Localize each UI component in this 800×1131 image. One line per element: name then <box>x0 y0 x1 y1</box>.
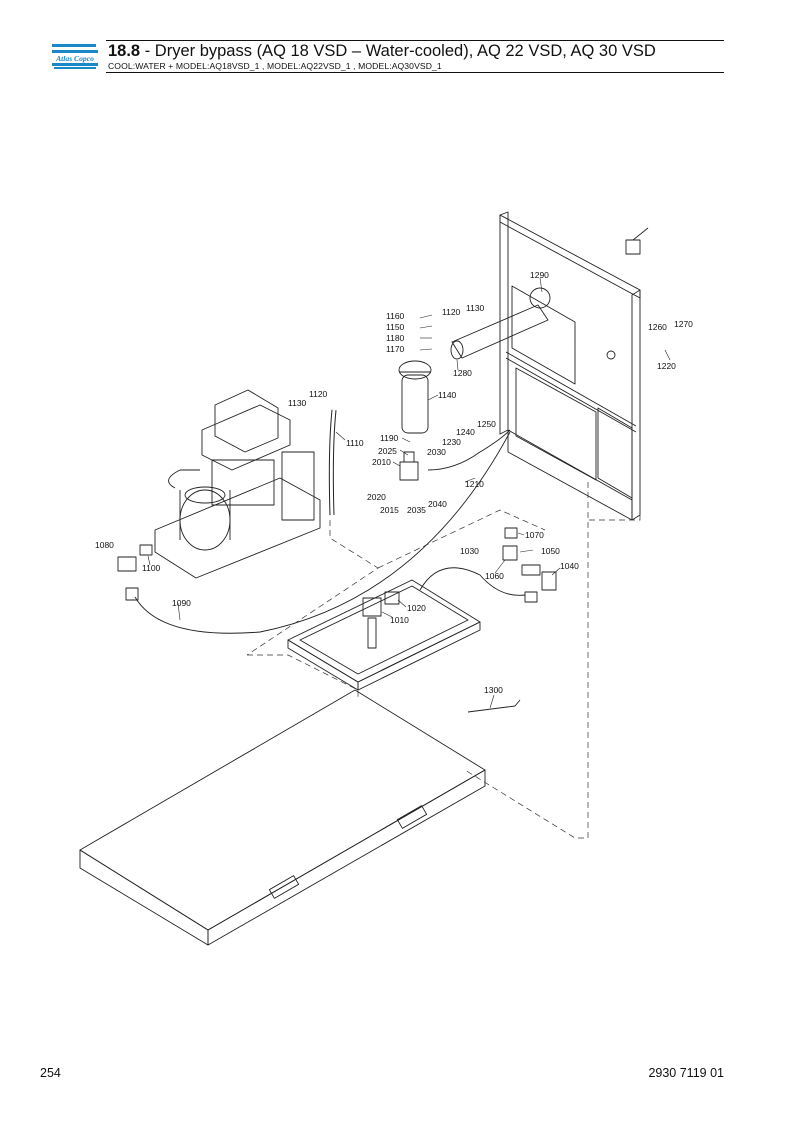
dryer-tray <box>287 579 481 691</box>
callout-1150: 1150 <box>386 322 405 332</box>
callout-2025: 2025 <box>378 446 397 456</box>
callout-1050: 1050 <box>541 546 560 556</box>
base-plate <box>79 689 486 946</box>
guide-line-right-frame <box>588 515 641 521</box>
hose-1090 <box>134 431 511 634</box>
callout-2030: 2030 <box>427 447 446 457</box>
callout-1240: 1240 <box>456 427 475 437</box>
atlas-copco-logo: Atlas Copco <box>52 44 98 69</box>
refrigeration-unit <box>154 389 321 579</box>
solenoid-valve <box>399 451 419 481</box>
callout-1070: 1070 <box>525 530 544 540</box>
callout-1060: 1060 <box>485 571 504 581</box>
callout-1080: 1080 <box>95 540 114 550</box>
ball-valve <box>625 227 649 255</box>
tray-valve-assembly <box>117 527 557 649</box>
callout-1230: 1230 <box>442 437 461 447</box>
page-subtitle: COOL:WATER + MODEL:AQ18VSD_1 , MODEL:AQ2… <box>108 61 442 71</box>
callout-1130-top: 1130 <box>466 303 485 313</box>
callout-1120-top: 1120 <box>442 307 461 317</box>
section-title: - Dryer bypass (AQ 18 VSD – Water-cooled… <box>140 42 656 60</box>
callout-2020: 2020 <box>367 492 386 502</box>
callout-1210: 1210 <box>465 479 484 489</box>
callout-2010: 2010 <box>372 457 391 467</box>
callout-1140: 1140 <box>438 390 457 400</box>
callout-1220: 1220 <box>657 361 676 371</box>
callout-2035: 2035 <box>407 505 426 515</box>
svg-text:Atlas Copco: Atlas Copco <box>55 54 94 63</box>
callout-1270: 1270 <box>674 319 693 329</box>
callout-1160: 1160 <box>386 311 405 321</box>
header-bottom-rule <box>106 72 724 73</box>
handle-1300 <box>467 699 521 713</box>
callout-1280: 1280 <box>453 368 472 378</box>
header-top-rule <box>106 40 724 41</box>
callout-1170: 1170 <box>386 344 405 354</box>
page-title: 18.8 - Dryer bypass (AQ 18 VSD – Water-c… <box>108 42 656 61</box>
callout-1010: 1010 <box>390 615 409 625</box>
callout-1030: 1030 <box>460 546 479 556</box>
guide-line-mid <box>377 509 546 569</box>
dryer-frame-panel <box>499 211 641 521</box>
callout-1110: 1110 <box>346 438 364 448</box>
callout-1250: 1250 <box>477 419 496 429</box>
callout-1020: 1020 <box>407 603 426 613</box>
callout-1180: 1180 <box>386 333 405 343</box>
filter-housing <box>398 360 432 434</box>
callout-1260: 1260 <box>648 322 667 332</box>
callout-1290: 1290 <box>530 270 549 280</box>
callout-1100: 1100 <box>142 563 161 573</box>
guide-line-tray <box>247 654 359 700</box>
callout-1040: 1040 <box>560 561 579 571</box>
callout-1090: 1090 <box>172 598 191 608</box>
guide-line-left <box>246 520 379 656</box>
section-number: 18.8 <box>108 42 141 60</box>
hose-1030 <box>419 567 526 596</box>
callout-1120-left: 1120 <box>309 389 328 399</box>
callout-2040: 2040 <box>428 499 447 509</box>
callout-1130-left: 1130 <box>288 398 307 408</box>
callout-1190: 1190 <box>380 433 399 443</box>
guide-line-right <box>464 482 589 839</box>
hose-1210 <box>427 429 511 471</box>
callout-1300: 1300 <box>484 685 503 695</box>
callout-2015: 2015 <box>380 505 399 515</box>
document-number: 2930 7119 01 <box>648 1066 724 1080</box>
bypass-pipe <box>450 287 551 360</box>
page-number: 254 <box>40 1066 61 1080</box>
